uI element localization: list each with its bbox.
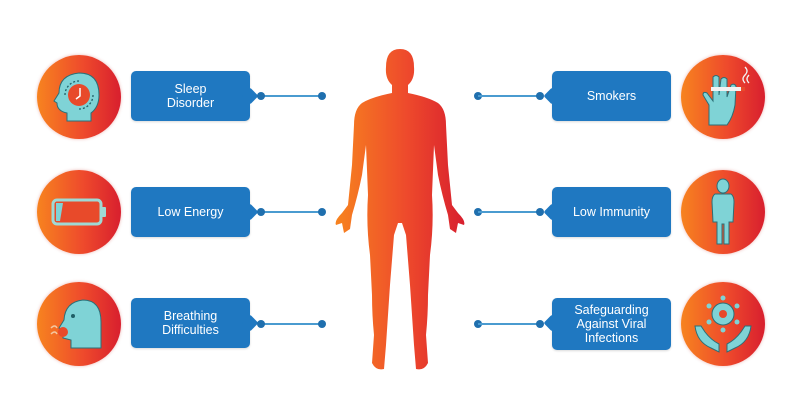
viral-infections-box: Safeguarding Against Viral Infections [552, 298, 671, 350]
viral-infections-icon-circle [681, 282, 765, 366]
connector-dot [318, 92, 326, 100]
low-immunity-label: Low Immunity [572, 205, 651, 219]
low-immunity-box: Low Immunity [552, 187, 671, 237]
connector-line [262, 95, 322, 97]
low-energy-box: Low Energy [131, 187, 250, 237]
connector-line [262, 211, 322, 213]
breathing-head-icon [50, 299, 102, 349]
low-energy-label: Low Energy [157, 205, 224, 219]
connector-line [478, 211, 540, 213]
virus-hands-icon [694, 295, 752, 353]
smokers-icon-circle [681, 55, 765, 139]
viral-infections-label: Safeguarding Against Viral Infections [574, 303, 649, 345]
weak-person-icon [711, 178, 735, 245]
connector-dot [257, 208, 265, 216]
connector-dot [257, 320, 265, 328]
low-energy-icon-circle [37, 170, 121, 254]
sleep-disorder-label: Sleep Disorder [166, 82, 215, 110]
smokers-label: Smokers [586, 89, 637, 103]
breathing-label: Breathing Difficulties [162, 309, 219, 337]
sleep-clock-head-icon [53, 72, 100, 122]
low-immunity-icon-circle [681, 170, 765, 254]
connector-line [262, 323, 322, 325]
smoking-hand-icon [702, 66, 750, 126]
connector-dot [257, 92, 265, 100]
smokers-box: Smokers [552, 71, 671, 121]
connector-dot [536, 208, 544, 216]
breathing-box: Breathing Difficulties [131, 298, 250, 348]
connector-dot [318, 208, 326, 216]
connector-line [478, 323, 540, 325]
human-body-silhouette [335, 49, 465, 370]
connector-dot [536, 92, 544, 100]
connector-dot [318, 320, 326, 328]
low-battery-icon [51, 198, 106, 226]
sleep-disorder-box: Sleep Disorder [131, 71, 250, 121]
connector-line [478, 95, 540, 97]
sleep-disorder-icon-circle [37, 55, 121, 139]
connector-dot [536, 320, 544, 328]
breathing-icon-circle [37, 282, 121, 366]
